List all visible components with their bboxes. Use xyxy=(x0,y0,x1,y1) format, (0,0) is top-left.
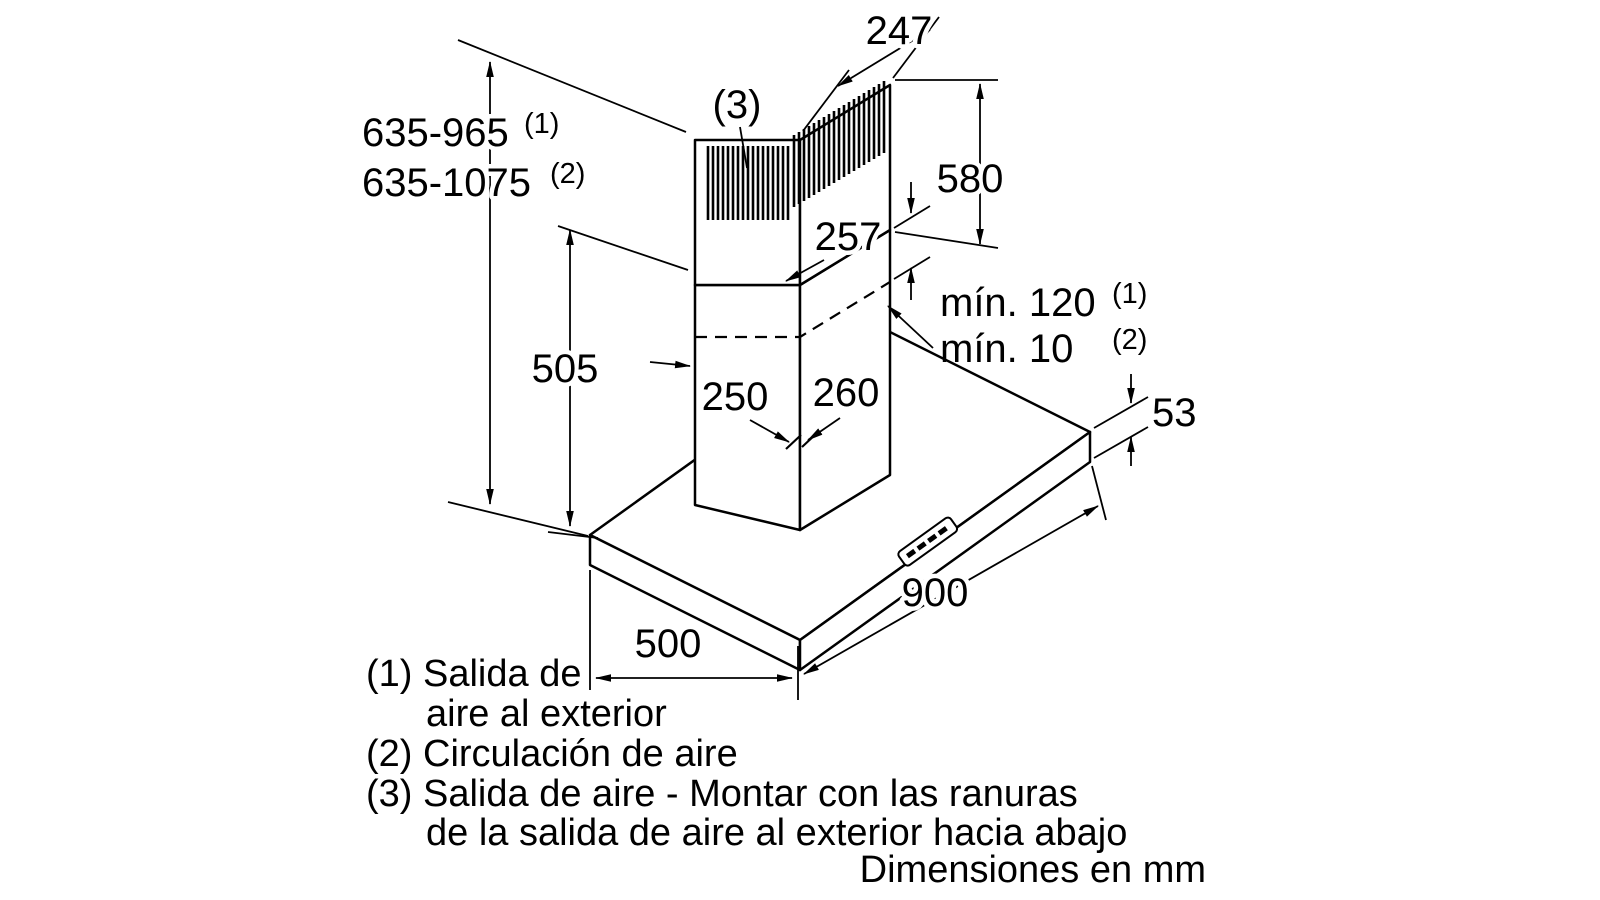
dim-min120-ref: (1) xyxy=(1112,278,1147,310)
dim-min120-label: mín. 120 xyxy=(940,281,1096,325)
vent-callout-label: (3) xyxy=(713,83,762,127)
dim-min-overlap: mín. 120 (1) mín. 10 (2) xyxy=(887,182,1147,371)
note-line-2: aire al exterior xyxy=(426,693,667,735)
dim-500-label: 500 xyxy=(635,622,702,666)
notes: (1) Salida de aire al exterior (2) Circu… xyxy=(366,653,1206,891)
dim-250-label: 250 xyxy=(702,375,769,419)
dim-height1-label: 635-965 xyxy=(362,111,509,155)
dim-53-label: 53 xyxy=(1152,391,1197,435)
note-line-4: (3) Salida de aire - Montar con las ranu… xyxy=(366,773,1078,815)
dim-580-label: 580 xyxy=(937,157,1004,201)
dim-250-260: 250 260 xyxy=(649,360,884,450)
dim-height1-ref: (1) xyxy=(524,108,559,140)
chimney xyxy=(693,81,892,532)
dim-min10-ref: (2) xyxy=(1112,324,1147,356)
dim-257: 257 xyxy=(785,211,886,282)
note-line-3: (2) Circulación de aire xyxy=(366,733,738,775)
dim-247-label: 247 xyxy=(866,9,933,53)
dim-53: 53 xyxy=(1093,374,1197,466)
dim-580: 580 xyxy=(894,79,1008,249)
dim-505: 505 xyxy=(527,225,689,539)
vent-callout: (3) xyxy=(713,83,762,169)
vent-right-grille xyxy=(792,81,886,207)
dim-height2-ref: (2) xyxy=(550,158,585,190)
note-line-5: de la salida de aire al exterior hacia a… xyxy=(426,812,1127,854)
dim-base-tick-marks xyxy=(785,432,818,450)
dim-260-label: 260 xyxy=(813,371,880,415)
dim-505-label: 505 xyxy=(532,347,599,391)
dim-257-label: 257 xyxy=(815,215,882,259)
units-footer: Dimensiones en mm xyxy=(860,849,1206,891)
vent-front-grille xyxy=(706,146,790,220)
dim-900: 900 xyxy=(797,465,1107,700)
chimney-overlap-dashed-line xyxy=(695,281,891,339)
dim-247: 247 xyxy=(802,5,940,132)
dim-total-height: 635-965 (1) 635-1075 (2) xyxy=(358,39,687,537)
dim-500: 500 xyxy=(589,570,793,690)
dim-min10-label: mín. 10 xyxy=(940,327,1073,371)
dim-height2-label: 635-1075 xyxy=(362,161,531,205)
dim-900-label: 900 xyxy=(902,571,969,615)
note-line-1: (1) Salida de xyxy=(366,653,581,695)
